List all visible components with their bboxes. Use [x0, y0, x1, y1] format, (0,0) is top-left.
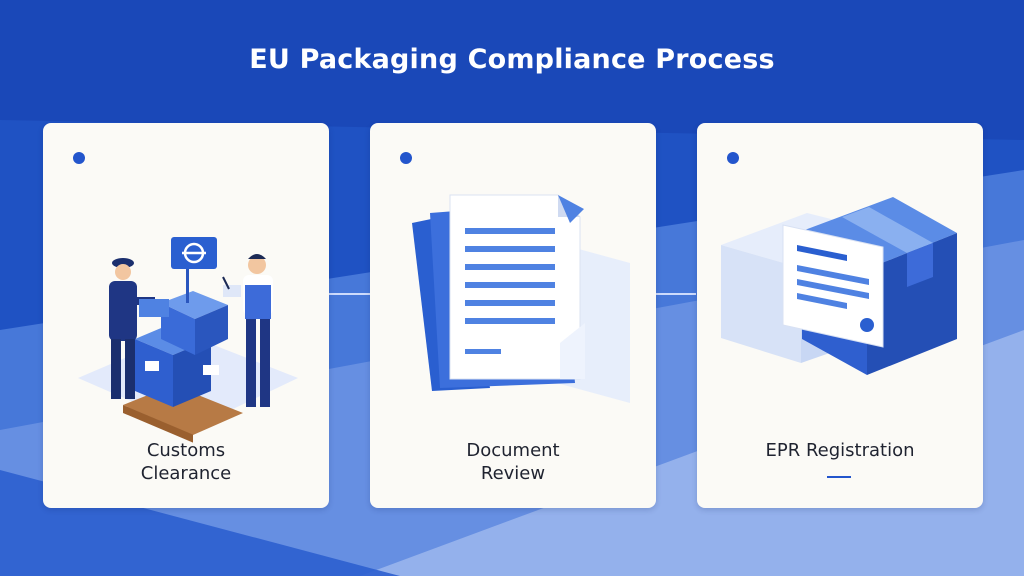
step-card-epr-registration: EPR Registration [697, 123, 983, 508]
page-title: EU Packaging Compliance Process [249, 44, 775, 75]
step-label: Document Review [370, 439, 656, 485]
step-card-document-review: Document Review [370, 123, 656, 508]
step-label-line-1: Document [466, 440, 560, 461]
step-label-line-2: Clearance [140, 463, 232, 484]
step-label-line-2: Review [480, 463, 546, 484]
connector-line-2 [656, 293, 696, 295]
label-underline [827, 476, 851, 478]
step-label: Customs Clearance [43, 439, 329, 485]
document-icon [412, 194, 630, 403]
step-card-customs-clearance: Customs Clearance [43, 123, 329, 508]
connector-line-1 [329, 293, 370, 295]
step-label-line-1: Customs [146, 440, 226, 461]
customs-officer-and-pallet-icon [78, 237, 298, 443]
registered-box-icon [721, 197, 957, 375]
step-indicator-dot [400, 152, 412, 164]
step-indicator-dot [73, 152, 85, 164]
step-label-line-1: EPR Registration [765, 440, 915, 461]
step-label: EPR Registration [697, 439, 983, 462]
step-indicator-dot [727, 152, 739, 164]
